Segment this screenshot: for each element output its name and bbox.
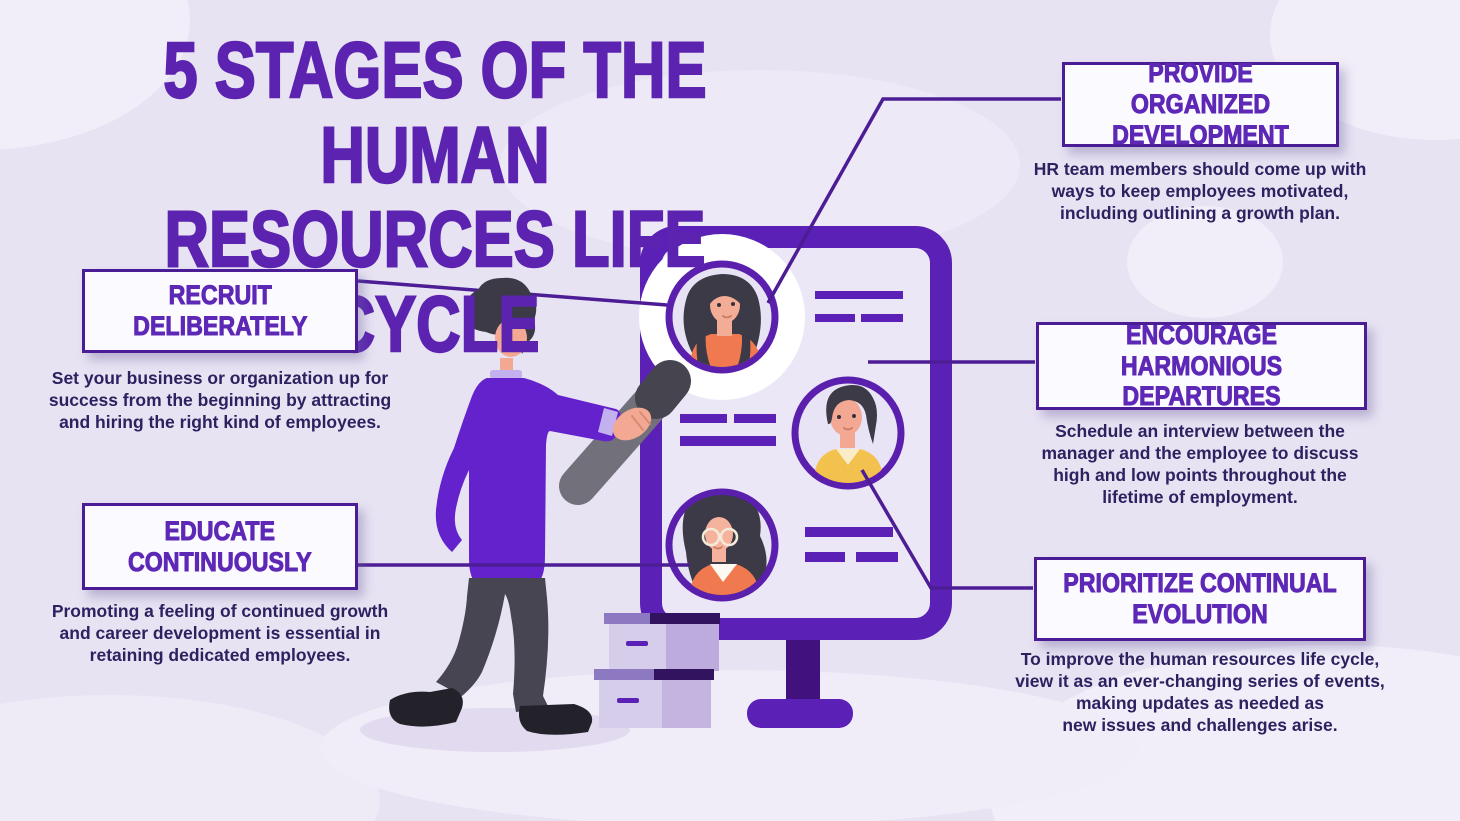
person-face [495,319,527,357]
profile-text-bars-bottom [805,527,898,562]
person-pants [436,578,549,712]
avatar-man-middle [791,376,905,490]
person-illustration [389,277,691,735]
person-shoe-right [518,704,593,735]
person-hand [612,407,652,441]
magnifier-lens [639,234,805,400]
profile-text-bars-top [815,291,903,322]
connector-prioritize-continual-evolution [860,469,1033,590]
avatar-woman-bottom [665,488,779,602]
profile-text-bars-middle [680,414,776,446]
avatar-woman-top [665,260,779,374]
person-sweater [435,378,621,585]
monitor-stand-pole [786,629,820,707]
monitor-stand-base [747,699,853,728]
connector-provide-organized-development [766,97,1061,304]
magnifying-glass-ferrule [635,360,691,419]
person-collar [490,370,522,379]
stacked-boxes [594,613,720,728]
person-shoe-left [389,688,463,727]
